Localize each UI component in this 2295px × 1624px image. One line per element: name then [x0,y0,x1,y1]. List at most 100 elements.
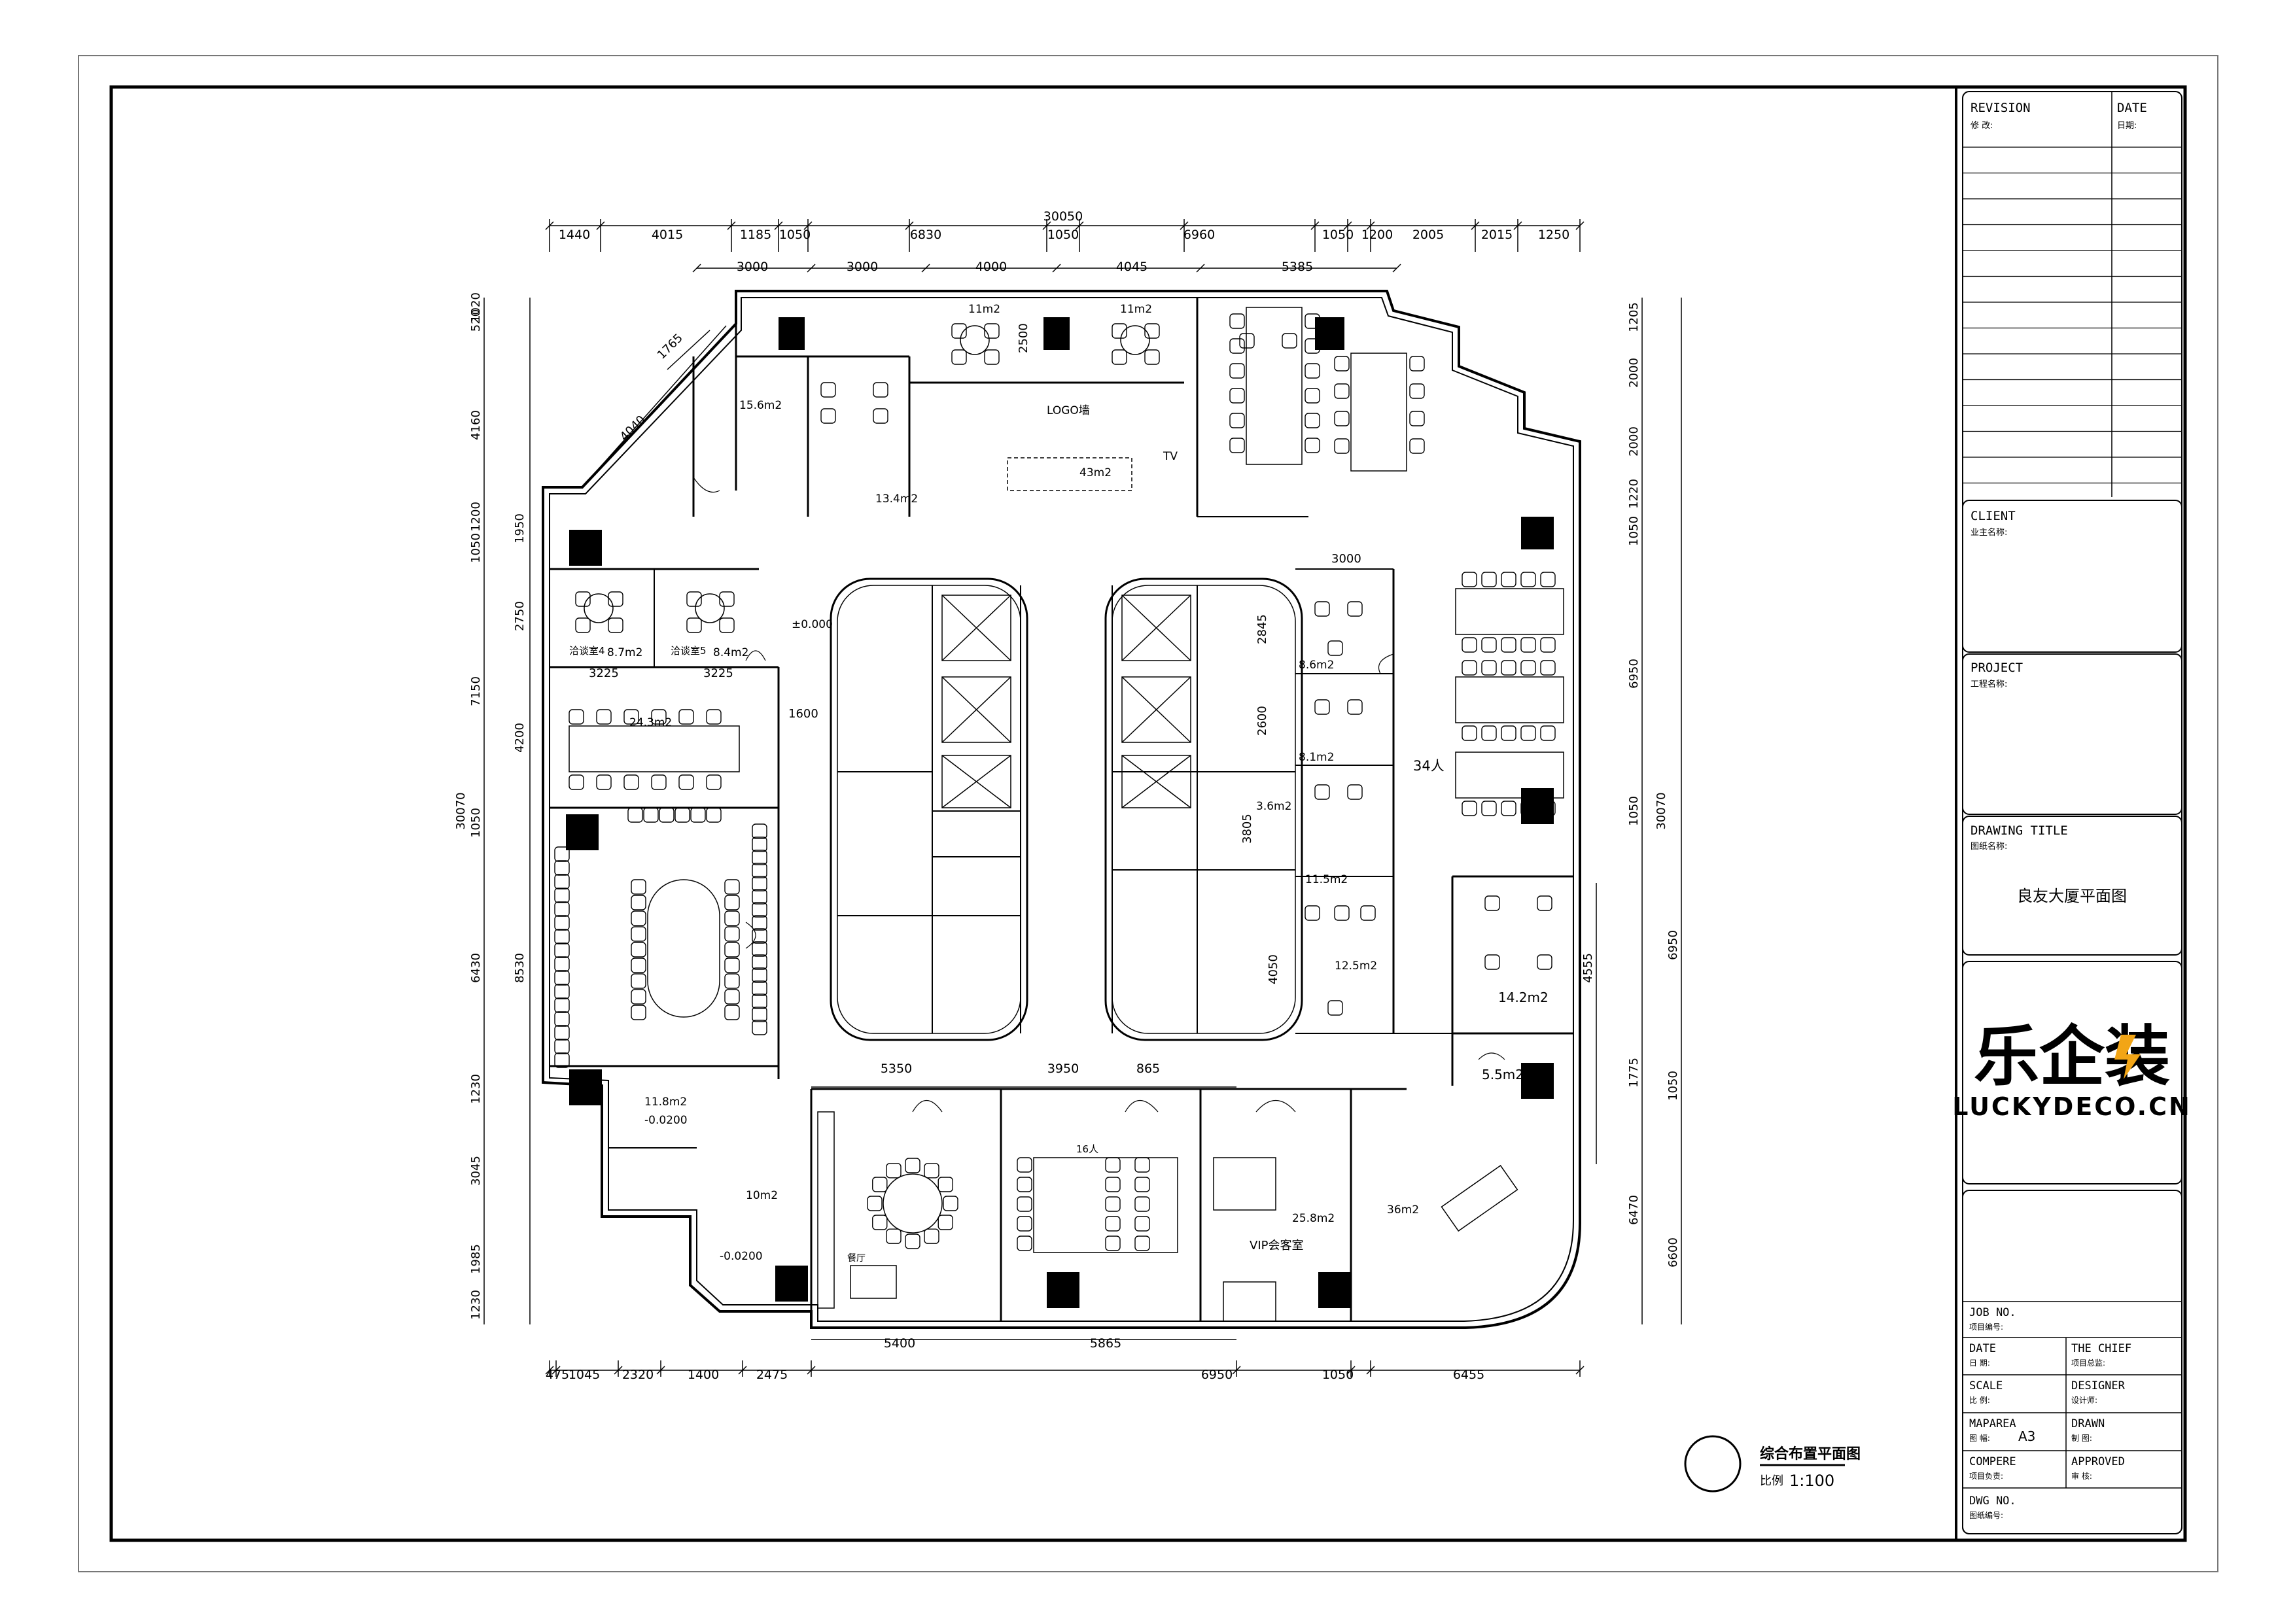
dim-top-total: 30050 [1043,209,1083,224]
dim-misc-2845: 2845 [1255,614,1269,644]
chair [1017,1177,1032,1192]
chair [1305,905,1320,921]
dwg-no-label: DWG NO. [1969,1494,2016,1508]
chair [1540,660,1556,676]
chair [951,349,967,365]
chair [1305,413,1320,428]
dim-tick [1392,264,1401,273]
room-area-81: 8.1m2 [1299,751,1334,764]
date-sub: 日期: [2117,121,2137,131]
chair [631,1005,646,1020]
dim-left-12: 1230 [469,1290,483,1320]
chair [1360,905,1376,921]
dim-right-8: 6950 [1666,930,1680,960]
chair [1105,1216,1121,1232]
dim-bot-inner-1: 5400 [884,1336,915,1351]
chair [719,591,735,607]
chair [554,888,570,903]
chair [1347,601,1363,617]
chair [752,863,767,878]
dim-tick [921,264,930,273]
dim-misc-4050: 4050 [1267,954,1280,984]
dim-left-inner-1: 1950 [513,513,527,544]
chair [575,591,591,607]
level-label-1: -0.0200 [644,1114,688,1127]
chair [1229,388,1245,404]
chair [631,910,646,926]
chair [631,973,646,989]
chair [724,1005,740,1020]
dim-right-7: 1050 [1627,796,1641,826]
chair [1537,954,1552,970]
dim-right-6: 6950 [1627,659,1641,689]
chair [724,973,740,989]
dim-top-6: 1050 [1047,228,1079,242]
chair [608,617,623,633]
dim-inner-top-1: 5350 [881,1062,912,1076]
room-area-142: 14.2m2 [1498,990,1549,1005]
chair [1134,1177,1150,1192]
dim-bot-6: 6950 [1201,1368,1233,1382]
chair [724,942,740,958]
plan-scale-prefix: 比例 [1760,1474,1783,1488]
chair [1501,725,1516,741]
dim-top2-2: 3000 [847,260,878,274]
dim-misc-3225a: 3225 [589,666,619,680]
dim-top-9: 1200 [1361,228,1393,242]
chair [554,874,570,890]
dim-left-inner-2: 2750 [513,601,527,631]
chair [596,709,612,725]
dim-left-2: 520 [469,309,483,332]
chair [1462,725,1477,741]
chair [1144,323,1160,339]
plan-scale-value: 1:100 [1789,1472,1834,1490]
floor-elevation: ±0.000 [792,618,833,631]
chair [724,926,740,942]
meeting5-label: 洽谈室5 [671,645,707,657]
chair [905,1234,920,1249]
chair [1347,699,1363,715]
chair [686,591,702,607]
dim-right-total: 30070 [1655,792,1668,829]
chair [554,929,570,944]
room-area-36b: 36m2 [1387,1203,1419,1217]
dim-left-8: 6430 [469,953,483,983]
chair [752,1020,767,1035]
chair [1501,637,1516,653]
chair [690,807,706,823]
chair [1484,954,1500,970]
designer-sub: 设计师: [2071,1396,2097,1405]
chair [554,901,570,917]
chair [1540,725,1556,741]
chair [554,846,570,862]
chair [1481,725,1497,741]
chair [678,774,694,790]
chair [752,954,767,970]
chair [1327,1000,1343,1016]
compere-sub: 项目负责: [1969,1472,2003,1481]
room-area-55: 5.5m2 [1482,1067,1524,1082]
dim-inner-top-3: 865 [1136,1062,1160,1076]
chair [724,989,740,1005]
dim-left-1: 1020 [469,292,483,322]
plan-title: 综合布置平面图 比例 1:100 [1684,1435,1861,1493]
chair [1239,333,1255,349]
chair [575,617,591,633]
people-34-label: 34人 [1413,758,1445,774]
dim-top-7: 6960 [1183,228,1215,242]
drawing-title-sub: 图纸名称: [1971,841,2007,852]
chair [706,709,722,725]
chair [569,774,584,790]
chair [631,942,646,958]
chair [1462,660,1477,676]
angled-wall [591,325,727,477]
chair [1282,333,1297,349]
job-no-label: JOB NO. [1969,1306,2016,1319]
room-area-87: 8.7m2 [607,646,642,659]
dim-top-5: 6830 [910,228,941,242]
chair [554,1011,570,1027]
chair [1314,784,1330,800]
chair [719,617,735,633]
